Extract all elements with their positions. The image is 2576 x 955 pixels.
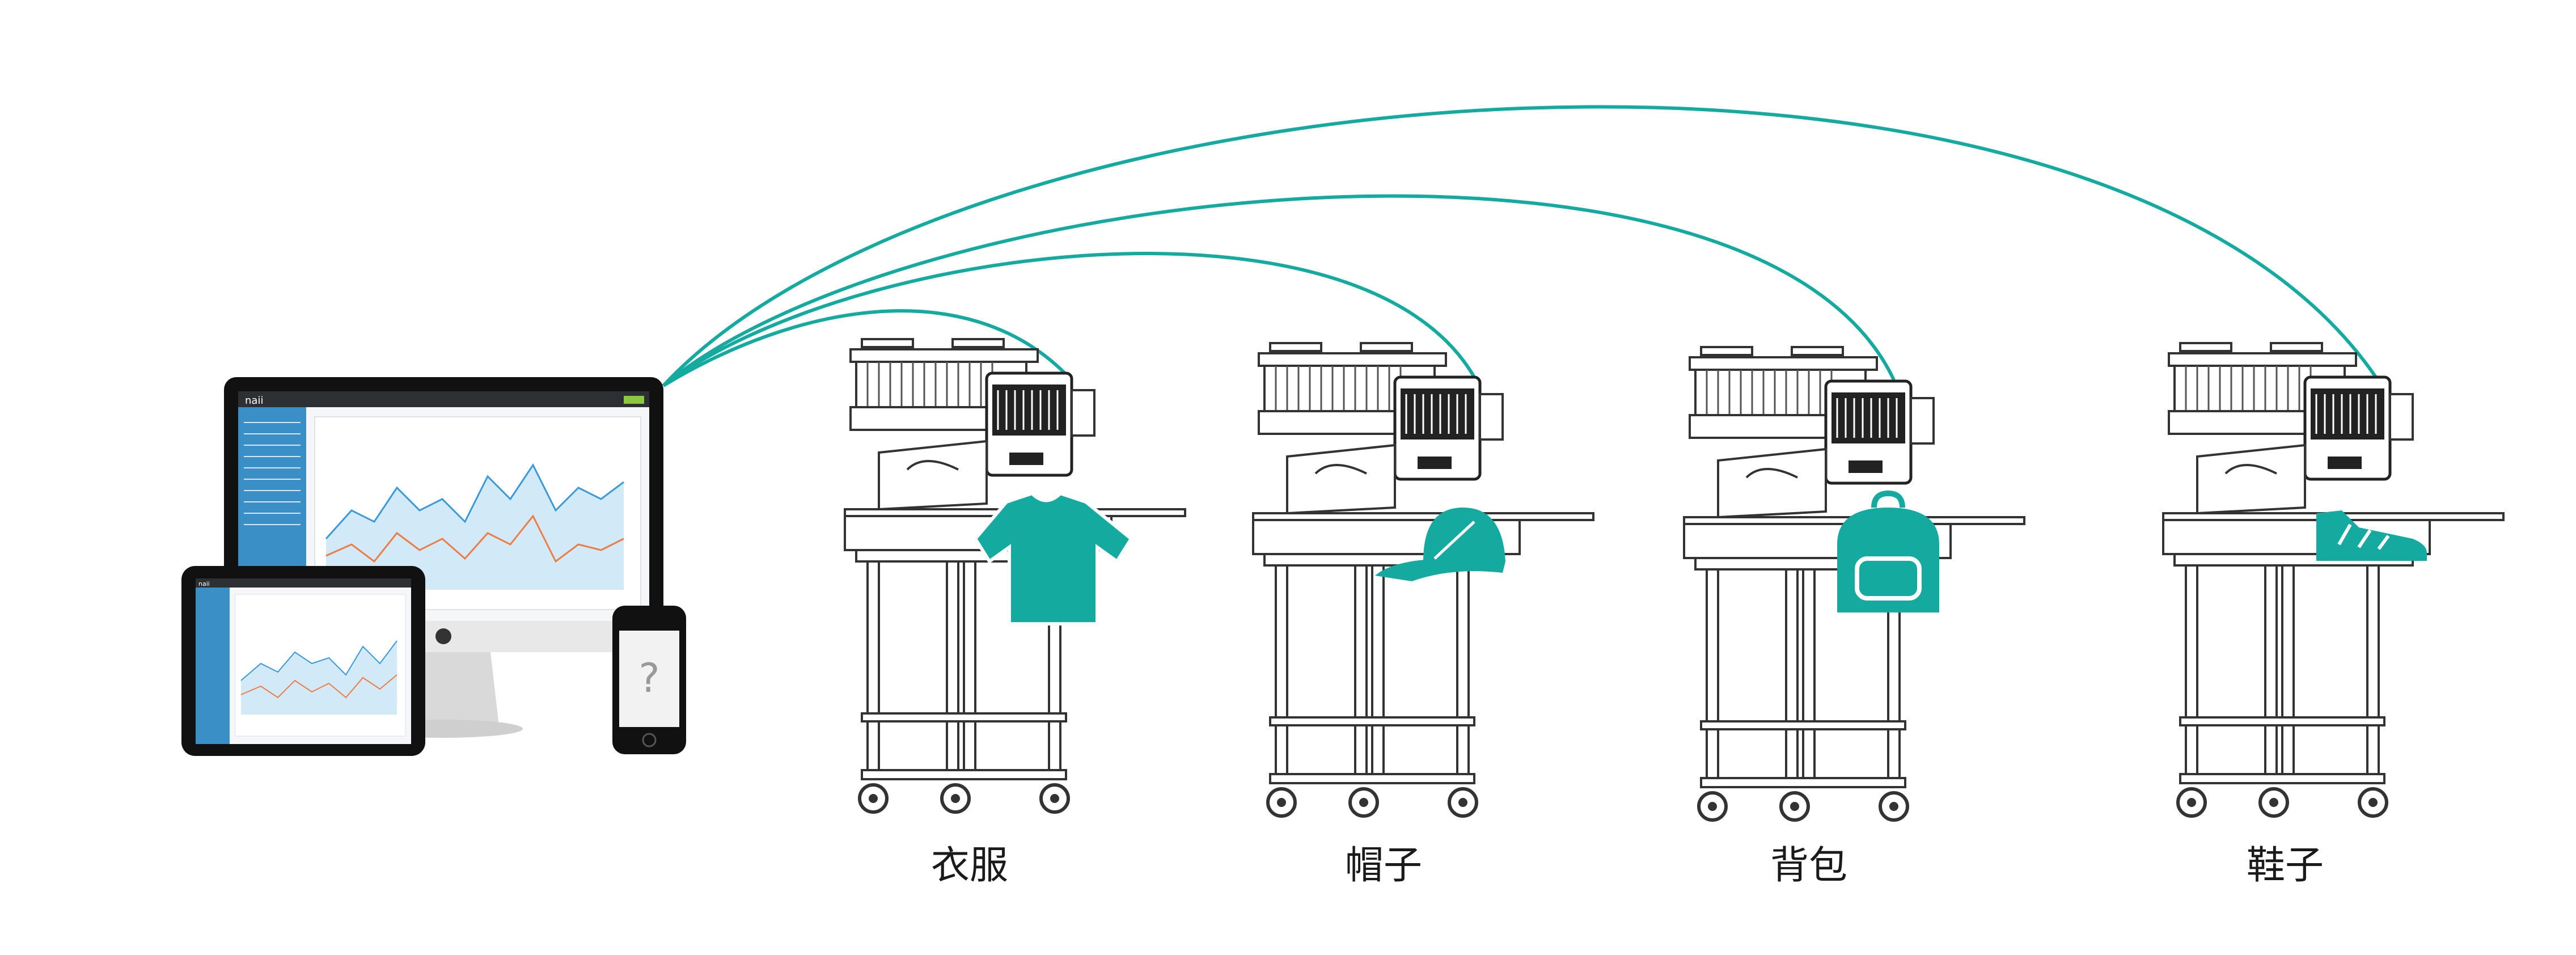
device-group: naii naii — [181, 377, 686, 756]
product-label-backpack: 背包 — [1770, 843, 1847, 888]
desktop-header-button[interactable] — [624, 396, 644, 404]
cap-icon — [1375, 508, 1505, 581]
product-label-cap: 帽子 — [1344, 843, 1422, 888]
phone-device: ? — [612, 606, 686, 754]
connection-line-cap — [662, 251, 1476, 387]
connection-line-clothes — [662, 309, 1068, 387]
machine-shoe — [2163, 343, 2503, 816]
shoe-icon — [2316, 510, 2427, 561]
tablet-device: naii — [181, 566, 425, 756]
product-label-shoes: 鞋子 — [2246, 843, 2324, 888]
backpack-icon — [1837, 490, 1939, 612]
tablet-logo: naii — [198, 580, 210, 588]
connection-lines — [662, 105, 2378, 387]
desktop-logo: naii — [245, 395, 263, 407]
apple-logo-icon — [435, 628, 451, 644]
connection-line-backpack — [662, 194, 1896, 387]
machine-cap — [1253, 343, 1593, 816]
phone-screen-symbol: ? — [638, 655, 659, 702]
machine-clothes — [845, 339, 1185, 812]
tshirt-icon — [973, 491, 1133, 626]
machine-backpack — [1684, 347, 2024, 820]
connection-line-shoe — [662, 105, 2378, 387]
product-label-clothes: 衣服 — [930, 843, 1008, 888]
